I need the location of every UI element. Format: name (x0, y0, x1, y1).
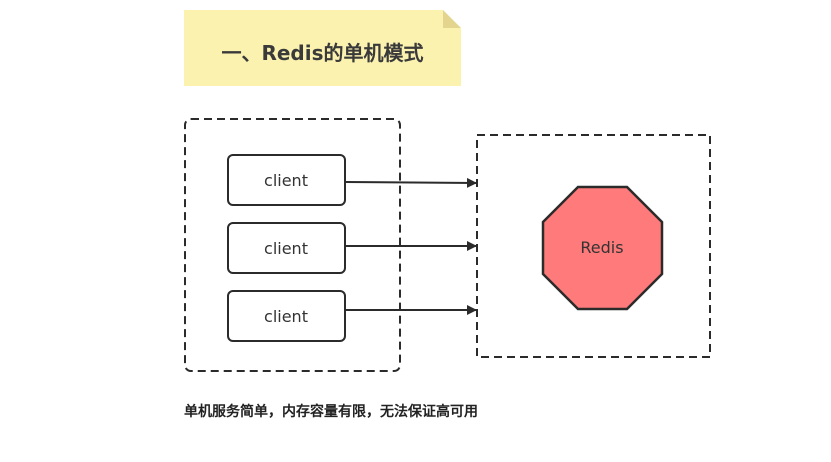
note-fold (443, 10, 461, 28)
diagram-title: 一、Redis的单机模式 (221, 41, 424, 65)
client-node[interactable]: client (227, 290, 346, 342)
caption: 单机服务简单，内存容量有限，无法保证高可用 (184, 404, 478, 420)
title-note: 一、Redis的单机模式 (184, 10, 461, 86)
client-label: client (264, 307, 308, 326)
client-node[interactable]: client (227, 222, 346, 274)
client-label: client (264, 171, 308, 190)
client-label: client (264, 239, 308, 258)
client-node[interactable]: client (227, 154, 346, 206)
redis-server-node[interactable]: Redis (541, 185, 664, 311)
server-container (476, 134, 711, 358)
arrow-connector (344, 177, 477, 188)
redis-label: Redis (580, 238, 623, 257)
